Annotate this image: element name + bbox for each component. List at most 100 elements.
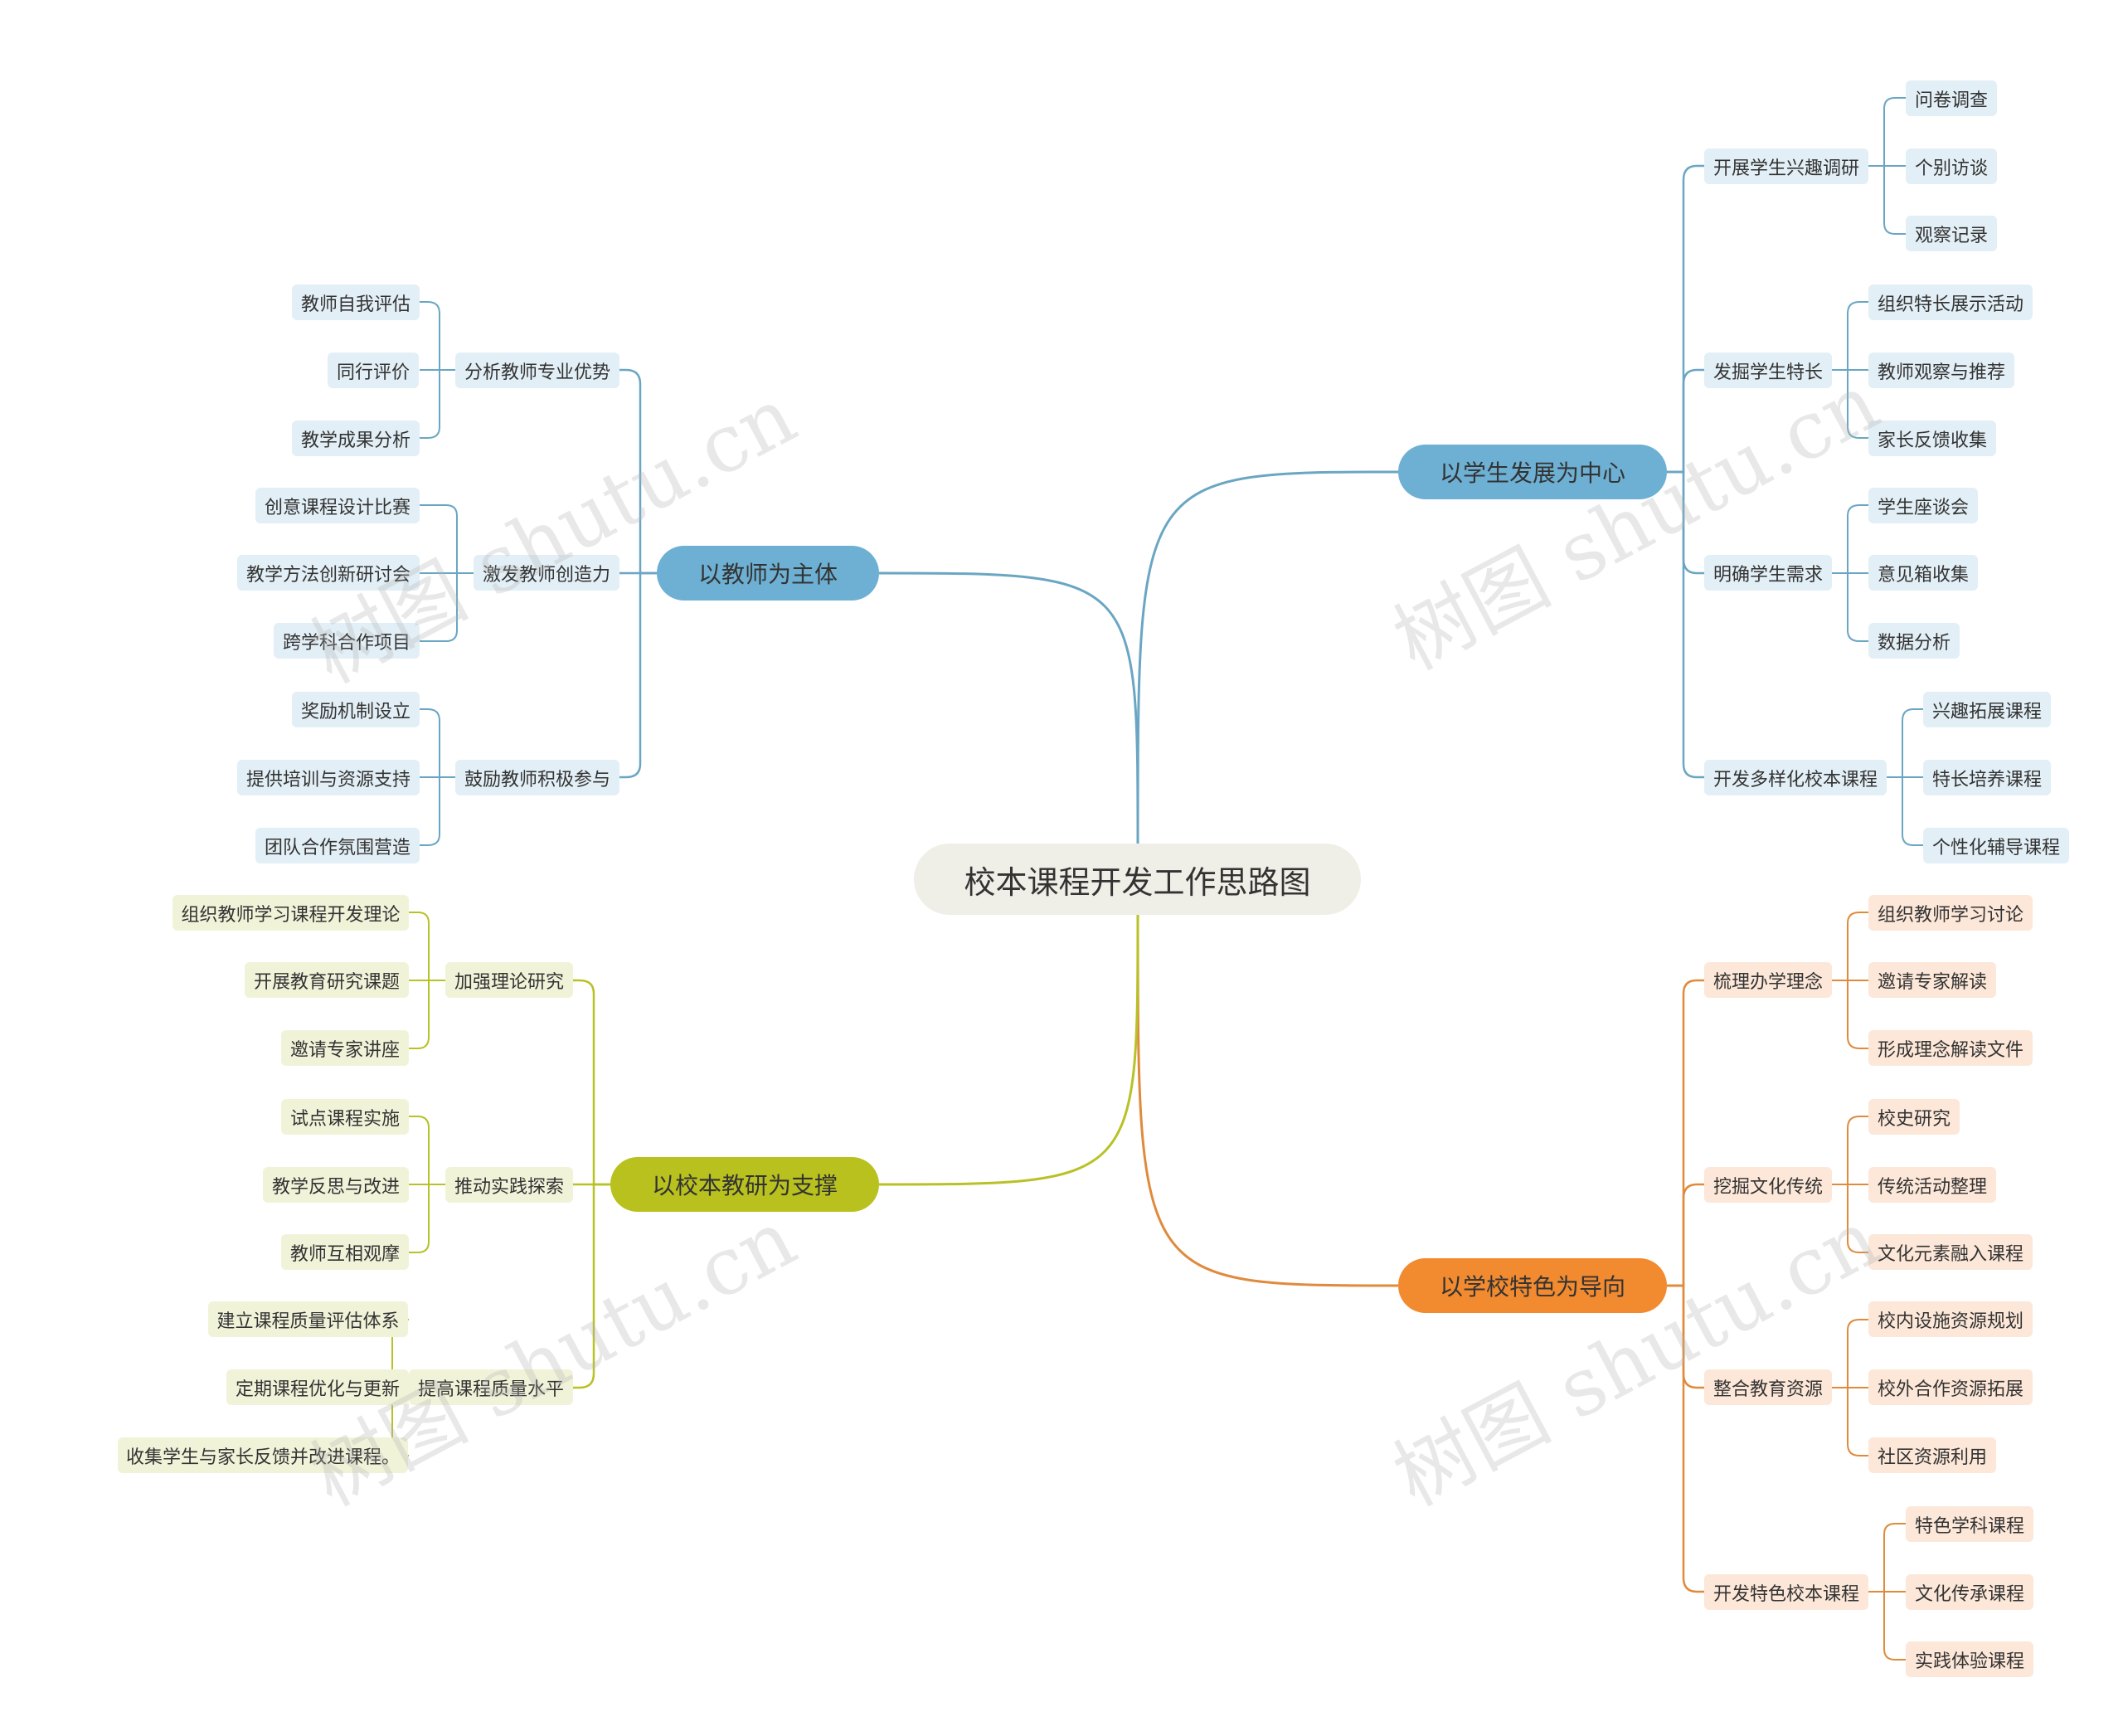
leaf-connector — [1832, 1116, 1868, 1185]
leaf-connector — [409, 1116, 445, 1185]
leaf-connector — [420, 369, 455, 439]
sub-connector — [1667, 1183, 1704, 1287]
leaf-topic[interactable]: 个别访谈 — [1906, 148, 1997, 184]
subtopic[interactable]: 开发特色校本课程 — [1704, 1574, 1868, 1610]
sub-connector — [1667, 1284, 1704, 1389]
branch-topic[interactable]: 以学生发展为中心 — [1398, 445, 1667, 499]
sub-connector — [1667, 368, 1704, 474]
leaf-topic[interactable]: 文化传承课程 — [1906, 1574, 2033, 1610]
leaf-topic[interactable]: 教师自我评估 — [292, 284, 420, 320]
leaf-topic[interactable]: 奖励机制设立 — [292, 692, 420, 727]
leaf-topic[interactable]: 创意课程设计比赛 — [255, 488, 420, 523]
leaf-topic[interactable]: 邀请专家解读 — [1868, 962, 1996, 998]
leaf-connector — [1886, 776, 1923, 846]
subtopic[interactable]: 梳理办学理念 — [1704, 962, 1832, 998]
subtopic[interactable]: 分析教师专业优势 — [455, 353, 619, 388]
sub-connector — [1667, 1284, 1704, 1593]
leaf-topic[interactable]: 组织教师学习课程开发理论 — [172, 895, 409, 931]
leaf-topic[interactable]: 个性化辅导课程 — [1923, 828, 2069, 863]
sub-connector — [1667, 164, 1704, 474]
leaf-topic[interactable]: 跨学科合作项目 — [274, 623, 420, 659]
leaf-topic[interactable]: 同行评价 — [328, 353, 419, 388]
leaf-topic[interactable]: 意见箱收集 — [1868, 555, 1978, 591]
branch-topic[interactable]: 以教师为主体 — [657, 546, 879, 601]
leaf-connector — [420, 504, 474, 574]
leaf-topic[interactable]: 文化元素融入课程 — [1868, 1234, 2033, 1270]
leaf-topic[interactable]: 问卷调查 — [1906, 80, 1997, 116]
leaf-connector — [1868, 1591, 1906, 1661]
subtopic[interactable]: 加强理论研究 — [445, 962, 573, 998]
leaf-connector — [1832, 980, 1868, 1049]
subtopic[interactable]: 提高课程质量水平 — [409, 1369, 573, 1405]
leaf-topic[interactable]: 家长反馈收集 — [1868, 421, 1996, 456]
sub-connector — [619, 368, 657, 575]
leaf-connector — [1832, 301, 1868, 371]
leaf-topic[interactable]: 教学成果分析 — [292, 421, 420, 456]
branch-connector — [878, 571, 1139, 844]
sub-connector — [573, 1183, 610, 1389]
leaf-connector — [420, 708, 455, 778]
leaf-connector — [1868, 1523, 1906, 1593]
leaf-connector — [1868, 165, 1906, 235]
subtopic[interactable]: 明确学生需求 — [1704, 555, 1832, 591]
leaf-topic[interactable]: 教师互相观摩 — [281, 1234, 409, 1270]
leaf-topic[interactable]: 教师观察与推荐 — [1868, 353, 2014, 388]
leaf-topic[interactable]: 开展教育研究课题 — [245, 962, 409, 998]
subtopic[interactable]: 整合教育资源 — [1704, 1369, 1832, 1405]
leaf-connector — [409, 1184, 445, 1253]
branch-topic[interactable]: 以校本教研为支撑 — [610, 1157, 879, 1212]
leaf-topic[interactable]: 传统活动整理 — [1868, 1167, 1996, 1203]
leaf-connector — [420, 776, 455, 846]
subtopic[interactable]: 激发教师创造力 — [474, 555, 619, 591]
sub-connector — [1667, 470, 1704, 779]
leaf-topic[interactable]: 形成理念解读文件 — [1868, 1030, 2033, 1066]
leaf-topic[interactable]: 试点课程实施 — [281, 1099, 409, 1135]
leaf-topic[interactable]: 学生座谈会 — [1868, 488, 1978, 523]
leaf-topic[interactable]: 定期课程优化与更新 — [226, 1369, 409, 1405]
leaf-topic[interactable]: 数据分析 — [1868, 623, 1960, 659]
sub-connector — [1667, 470, 1704, 575]
subtopic[interactable]: 发掘学生特长 — [1704, 353, 1832, 388]
branch-topic[interactable]: 以学校特色为导向 — [1398, 1258, 1667, 1313]
leaf-connector — [1832, 1319, 1868, 1388]
leaf-connector — [420, 572, 474, 642]
branch-connector — [1136, 470, 1399, 844]
leaf-topic[interactable]: 团队合作氛围营造 — [255, 828, 420, 863]
sub-connector — [1667, 979, 1704, 1287]
leaf-topic[interactable]: 邀请专家讲座 — [281, 1030, 409, 1066]
leaf-topic[interactable]: 校史研究 — [1868, 1099, 1960, 1135]
subtopic[interactable]: 鼓励教师积极参与 — [455, 760, 619, 795]
leaf-topic[interactable]: 教学反思与改进 — [263, 1167, 409, 1203]
leaf-topic[interactable]: 校内设施资源规划 — [1868, 1301, 2033, 1337]
leaf-connector — [1886, 708, 1923, 778]
leaf-topic[interactable]: 兴趣拓展课程 — [1923, 692, 2051, 727]
leaf-topic[interactable]: 特长培养课程 — [1923, 760, 2051, 795]
leaf-topic[interactable]: 校外合作资源拓展 — [1868, 1369, 2033, 1405]
leaf-topic[interactable]: 提供培训与资源支持 — [237, 760, 420, 795]
leaf-connector — [420, 301, 455, 371]
leaf-connector — [409, 980, 445, 1049]
leaf-connector — [1832, 369, 1868, 439]
leaf-connector — [1832, 912, 1868, 981]
subtopic[interactable]: 开展学生兴趣调研 — [1704, 148, 1868, 184]
leaf-topic[interactable]: 特色学科课程 — [1906, 1506, 2033, 1542]
branch-connector — [878, 913, 1139, 1186]
leaf-topic[interactable]: 实践体验课程 — [1906, 1641, 2033, 1677]
subtopic[interactable]: 挖掘文化传统 — [1704, 1167, 1832, 1203]
leaf-topic[interactable]: 社区资源利用 — [1868, 1437, 1996, 1473]
leaf-topic[interactable]: 组织教师学习讨论 — [1868, 895, 2033, 931]
subtopic[interactable]: 推动实践探索 — [445, 1167, 573, 1203]
leaf-topic[interactable]: 收集学生与家长反馈并改进课程。 — [118, 1437, 408, 1473]
leaf-connector — [1832, 1387, 1868, 1456]
leaf-topic[interactable]: 观察记录 — [1906, 216, 1997, 251]
branch-connector — [1136, 913, 1399, 1287]
subtopic[interactable]: 开发多样化校本课程 — [1704, 760, 1887, 795]
root-topic[interactable]: 校本课程开发工作思路图 — [914, 844, 1361, 915]
leaf-topic[interactable]: 教学方法创新研讨会 — [237, 555, 420, 591]
leaf-topic[interactable]: 建立课程质量评估体系 — [208, 1301, 408, 1337]
leaf-connector — [409, 912, 445, 981]
leaf-connector — [1832, 572, 1868, 642]
leaf-topic[interactable]: 组织特长展示活动 — [1868, 284, 2033, 320]
